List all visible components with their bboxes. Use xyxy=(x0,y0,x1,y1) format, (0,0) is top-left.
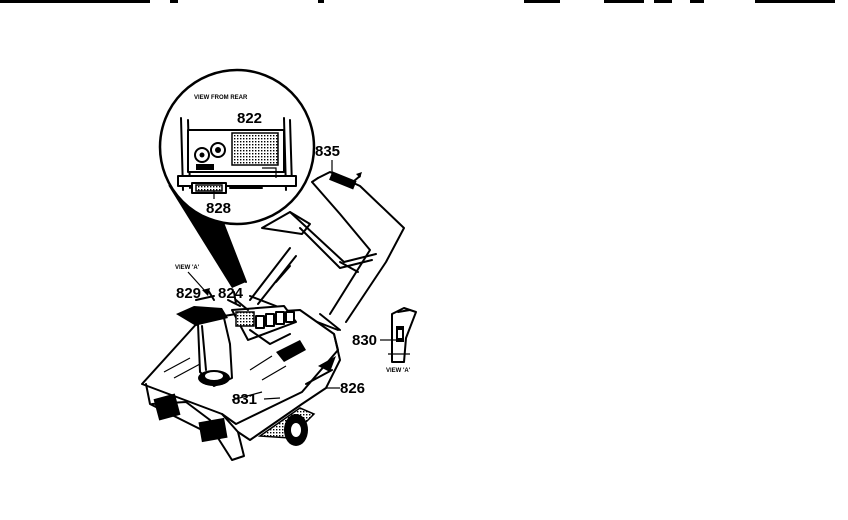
left-callouts: VIEW 'A' 829 824 831 826 xyxy=(175,265,365,408)
callout-824: 824 xyxy=(218,285,244,302)
callout-826: 826 xyxy=(340,380,365,397)
snow-thrower-body xyxy=(141,289,341,461)
callout-835: 835 xyxy=(315,143,340,160)
view-a-caption-left: VIEW 'A' xyxy=(175,265,200,271)
callout-822: 822 xyxy=(237,110,262,127)
callout-829: 829 xyxy=(176,285,201,302)
header-strip xyxy=(0,0,835,3)
panel-824 xyxy=(235,311,255,327)
callout-830: 830 xyxy=(352,332,377,349)
view-a-detail: 830 VIEW 'A' xyxy=(352,307,417,374)
view-from-rear-detail: VIEW FROM REAR 822 828 xyxy=(158,68,316,226)
handle-assembly: 835 xyxy=(249,143,405,331)
callout-828: 828 xyxy=(206,200,231,217)
engine-panel-822 xyxy=(231,132,279,166)
handle-grip-835 xyxy=(329,171,357,190)
detail-cone xyxy=(168,185,247,288)
engine-fins xyxy=(255,311,295,329)
view-a-caption-right: VIEW 'A' xyxy=(386,368,411,374)
callout-831: 831 xyxy=(232,391,257,408)
decal-828 xyxy=(195,184,223,192)
view-from-rear-caption: VIEW FROM REAR xyxy=(194,95,248,101)
